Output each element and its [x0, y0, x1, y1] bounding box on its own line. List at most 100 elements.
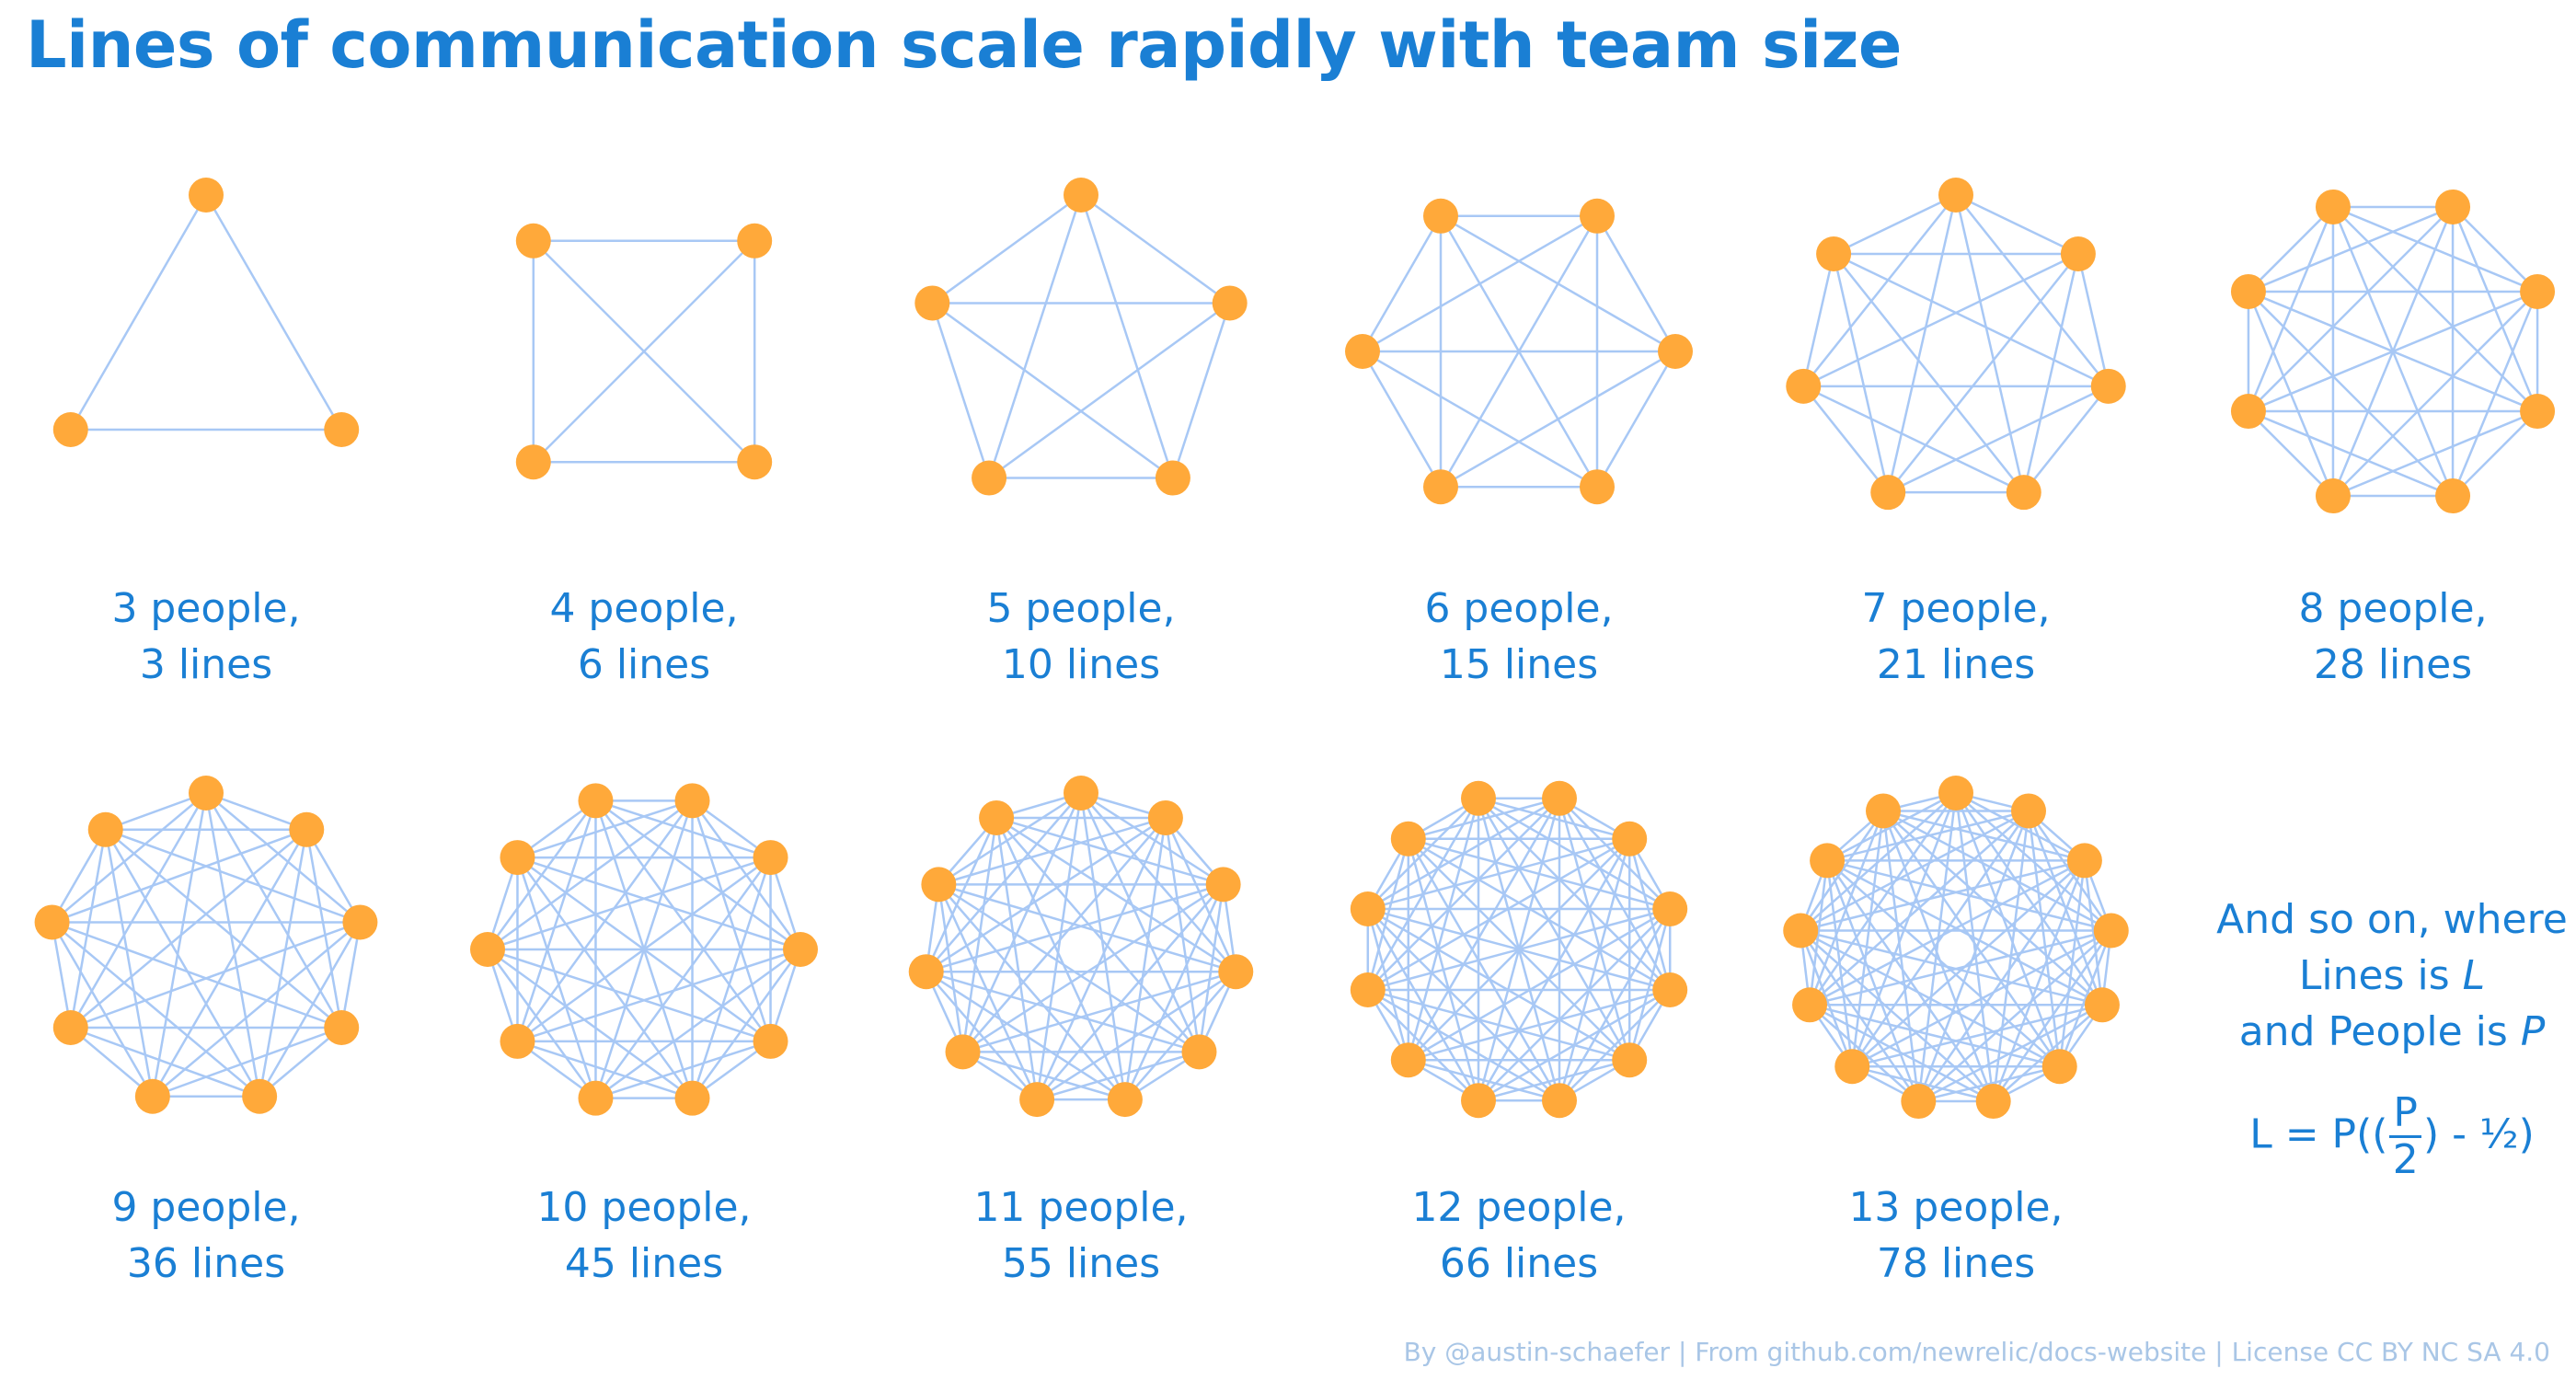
graph-caption-7: 7 people,21 lines [1772, 581, 2140, 693]
communication-line [204, 792, 343, 1029]
communication-line [938, 883, 1236, 973]
communication-line [1408, 837, 1671, 911]
communication-line [691, 857, 772, 1099]
person-node [2435, 189, 2471, 224]
communication-line [151, 792, 208, 1097]
graph-caption-5: 5 people,10 lines [897, 581, 1265, 693]
communication-line [1955, 791, 2086, 862]
person-node [1064, 178, 1098, 213]
communication-line [104, 829, 261, 1098]
communication-line [937, 791, 1082, 886]
communication-line [1802, 385, 2025, 494]
communication-line [1882, 810, 2112, 932]
communication-line [104, 828, 343, 1029]
person-node [914, 285, 950, 321]
communication-line [1809, 1004, 1920, 1102]
communication-line [1477, 838, 1631, 1101]
network-graph-4 [515, 223, 773, 480]
communication-line [532, 239, 756, 464]
person-node [1870, 475, 1906, 511]
communication-line [1881, 811, 1995, 1102]
communication-line [51, 921, 154, 1098]
graph-caption-3: 3 people,3 lines [22, 581, 390, 693]
person-node [1350, 891, 1386, 927]
communication-line [486, 799, 597, 950]
person-node [1390, 1042, 1426, 1078]
person-node [578, 1080, 614, 1116]
person-node [2093, 913, 2129, 949]
caption-people: 13 people, [1848, 1184, 2064, 1231]
person-node [1652, 972, 1688, 1007]
communication-line [1800, 929, 2061, 1068]
communication-line [1439, 215, 1599, 488]
communication-line [2248, 291, 2454, 497]
communication-line [926, 883, 1224, 973]
communication-line [51, 829, 107, 924]
communication-line [1808, 811, 1885, 1006]
communication-line [594, 799, 801, 951]
communication-line [2058, 930, 2112, 1067]
communication-line [1800, 929, 2103, 1006]
communication-line [105, 828, 361, 924]
graph-caption-10: 10 people,45 lines [460, 1179, 828, 1292]
communication-line [2076, 253, 2110, 387]
communication-line [1882, 810, 2103, 1006]
communication-line [517, 1040, 693, 1099]
caption-people: 3 people, [111, 585, 301, 632]
communication-line [259, 921, 362, 1098]
communication-line [1595, 215, 1677, 352]
communication-line [995, 816, 1236, 973]
communication-line [259, 1027, 343, 1098]
network-graph-11 [908, 776, 1254, 1118]
communication-line [487, 799, 694, 951]
communication-line [1808, 860, 1829, 1006]
communication-line [2331, 206, 2455, 497]
person-node [908, 954, 944, 990]
communication-line [938, 816, 1167, 886]
communication-line [2248, 410, 2334, 497]
graph-caption-6: 6 people,15 lines [1335, 581, 1703, 693]
communication-line [1802, 253, 1835, 387]
communication-line [2083, 860, 2104, 1006]
person-node [1975, 1084, 2011, 1120]
caption-people: 6 people, [1424, 585, 1614, 632]
person-node [1834, 1049, 1870, 1085]
communication-line [1198, 884, 1225, 1052]
communication-line [1800, 810, 1885, 932]
graph-caption-12: 12 people,66 lines [1335, 1179, 1703, 1292]
communication-line [1851, 1004, 2103, 1068]
graph-caption-9: 9 people,36 lines [22, 1179, 390, 1292]
communication-line [1917, 792, 1958, 1102]
person-node [2041, 1049, 2077, 1085]
person-node [500, 1023, 535, 1059]
communication-line [995, 817, 1039, 1100]
communication-line [1366, 838, 1409, 991]
communication-line [931, 193, 1082, 305]
communication-line [1881, 811, 1920, 1102]
communication-line [1408, 907, 1671, 1062]
person-node [1461, 1083, 1497, 1119]
person-node [2520, 394, 2556, 430]
communication-line [1080, 791, 1225, 886]
communication-line [2452, 410, 2538, 497]
person-node [342, 904, 378, 940]
note-line-1: And so on, where [2216, 896, 2568, 943]
network-graph-3 [52, 178, 360, 447]
network-graph-5 [914, 178, 1248, 496]
communication-line [594, 799, 694, 1099]
caption-lines: 78 lines [1876, 1240, 2036, 1287]
person-node [1541, 780, 1577, 816]
communication-line [1079, 194, 1175, 478]
caption-people: 12 people, [1411, 1184, 1627, 1231]
communication-line [69, 194, 208, 431]
communication-line [1366, 908, 1560, 1102]
graph-caption-13: 13 people, 78 lines [1772, 1179, 2140, 1292]
communication-line [1809, 1004, 1995, 1103]
person-node [1218, 954, 1254, 990]
person-node [1345, 334, 1380, 369]
communication-line [2247, 206, 2335, 412]
network-graph-10 [470, 783, 818, 1116]
communication-line [1366, 989, 1479, 1102]
communication-line [1408, 837, 1671, 992]
